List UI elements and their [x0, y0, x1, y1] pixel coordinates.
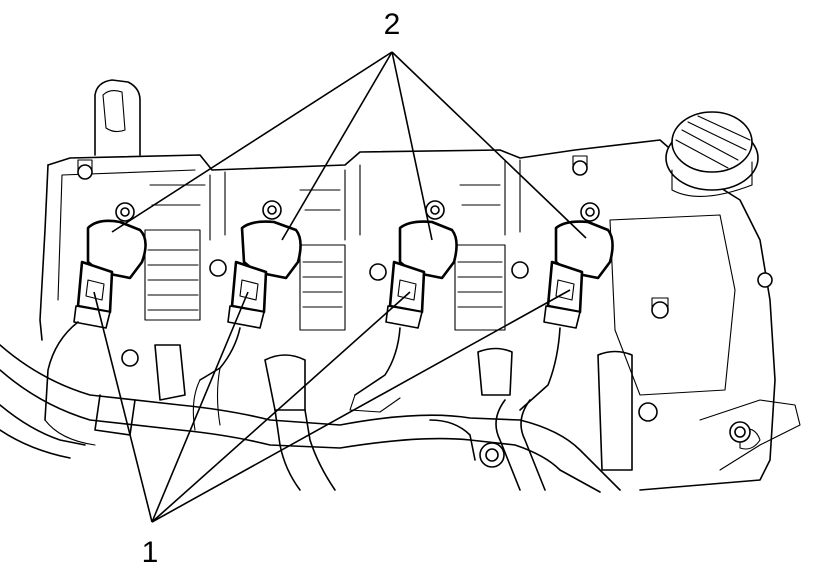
leaders-2	[111, 51, 587, 241]
ignition-coil-1	[76, 219, 147, 314]
ribbed-block-2	[299, 244, 346, 331]
ignition-coil-3	[388, 220, 458, 314]
coil-connector-3	[354, 305, 423, 396]
leaders-1	[93, 289, 571, 523]
coil-connector-1	[44, 305, 111, 421]
ignition-coil-2	[230, 220, 302, 314]
cylinder-head-cover	[39, 79, 801, 491]
wire-harness	[0, 344, 633, 493]
oil-filler-cap	[665, 111, 759, 197]
ignition-coil-4	[546, 220, 614, 314]
coil-connector-4	[519, 305, 581, 411]
bolts	[77, 155, 773, 468]
coil-connector-2	[199, 305, 265, 381]
callout-1-label: 1	[142, 536, 159, 569]
ribbed-block-3	[454, 244, 506, 331]
ribbed-block-1	[144, 229, 201, 321]
callout-2-label: 2	[384, 8, 401, 41]
